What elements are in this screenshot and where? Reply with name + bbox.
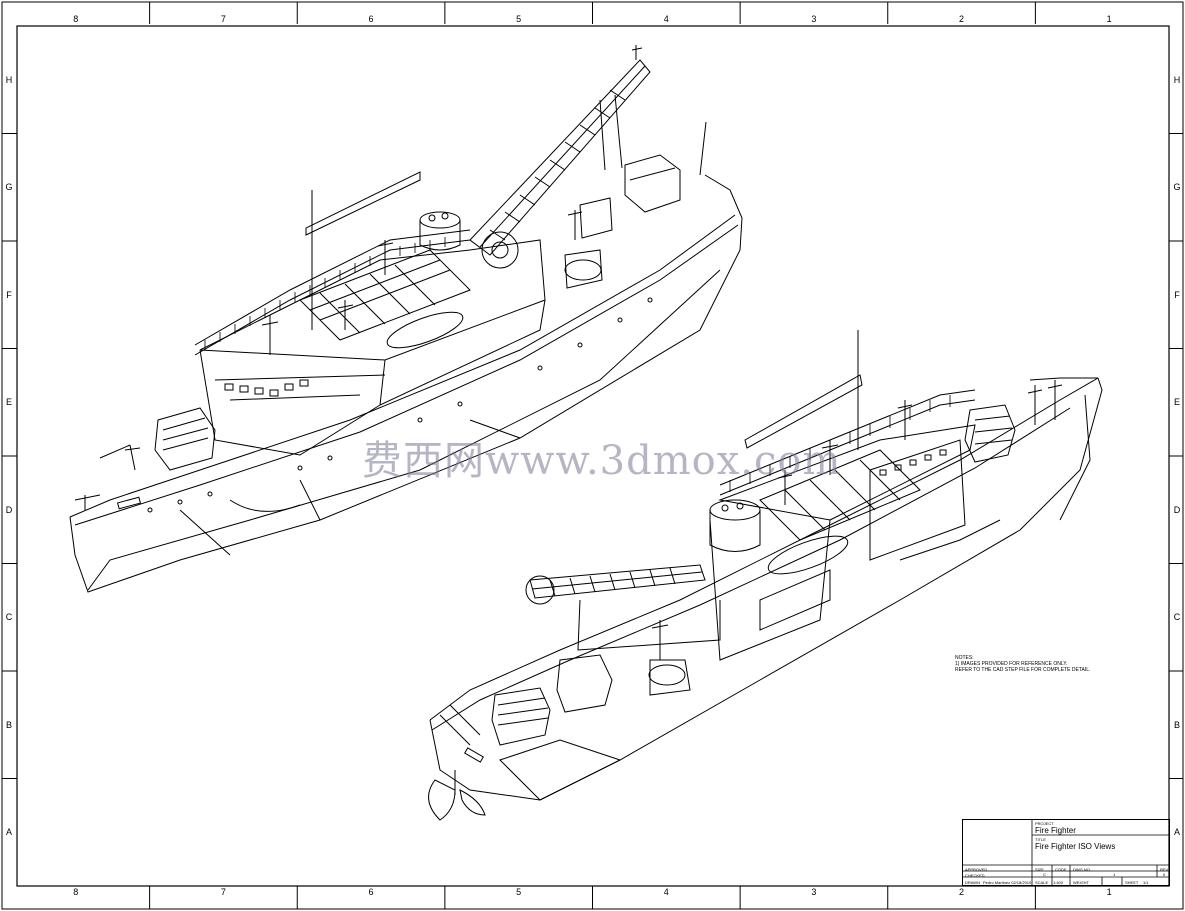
dwg-label: DWG NO [1073, 867, 1090, 872]
approved-label: APPROVED [965, 867, 988, 872]
zone-row-label: D [5, 504, 13, 515]
zone-column-label: 4 [663, 887, 669, 897]
size-label: SIZE [1035, 867, 1044, 872]
drawing-title: Fire Fighter ISO Views [1035, 842, 1116, 851]
zone-row-label: G [1173, 182, 1181, 193]
project-label: PROJECT [1035, 821, 1054, 826]
scale-value: 1:400 [1053, 880, 1064, 885]
rev-label: REV [1160, 867, 1169, 872]
watermark-text: 费西网www.3dmox.com [362, 438, 842, 484]
zone-column-label: 5 [516, 887, 522, 897]
zone-column-label: 7 [220, 887, 226, 897]
zone-row-label: F [1174, 289, 1180, 300]
zone-column-label: 8 [73, 887, 79, 897]
notes-line-2: REFER TO THE CAD STEP FILE FOR COMPLETE … [955, 667, 1091, 673]
zone-row-label: H [1173, 74, 1181, 85]
zone-column-label: 1 [1106, 887, 1112, 897]
zone-row-label: A [1173, 827, 1180, 838]
dwg-value: 1 [1113, 872, 1116, 877]
zone-row-label: B [1173, 719, 1180, 730]
zone-column-label: 5 [516, 14, 522, 24]
zone-column-label: 3 [811, 14, 817, 24]
notes-heading: NOTES: [955, 655, 974, 661]
zone-row-label: B [5, 719, 12, 730]
sheet-label: SHEET [1125, 880, 1139, 885]
title-block: PROJECT Fire Fighter TITLE Fire Fighter … [962, 819, 1170, 886]
zone-column-label: 6 [368, 887, 374, 897]
zone-row-label: C [1173, 612, 1181, 623]
code-label: CODE [1055, 867, 1067, 872]
sheet-value: 1/1 [1143, 880, 1149, 885]
zone-row-label: E [1173, 397, 1180, 408]
zone-row-label: D [1173, 504, 1181, 515]
title-label: TITLE [1035, 837, 1046, 842]
zone-row-label: G [5, 182, 13, 193]
drawn-label: DRAWN [965, 880, 980, 885]
notes-line-1: 1) IMAGES PROVIDED FOR REFERENCE ONLY. [955, 661, 1068, 667]
drawing-notes: NOTES: 1) IMAGES PROVIDED FOR REFERENCE … [955, 655, 1095, 673]
project-name: Fire Fighter [1035, 826, 1076, 835]
checked-label: CHECKED [965, 873, 985, 878]
zone-row-label: F [6, 289, 12, 300]
zone-row-label: H [5, 74, 13, 85]
zone-row-label: A [5, 827, 12, 838]
zone-column-label: 7 [220, 14, 226, 24]
zone-column-label: 8 [73, 14, 79, 24]
zone-row-label: C [5, 612, 13, 623]
drawn-value: Pedro Martinez 02/18/2010 [983, 880, 1032, 885]
zone-column-label: 3 [811, 887, 817, 897]
zone-column-label: 4 [663, 14, 669, 24]
scale-label: SCALE [1035, 880, 1049, 885]
zone-column-label: 1 [1106, 14, 1112, 24]
zone-column-label: 2 [959, 14, 965, 24]
zone-row-label: E [5, 397, 12, 408]
weight-label: WEIGHT [1073, 880, 1089, 885]
size-value: C [1043, 872, 1046, 877]
zone-column-label: 6 [368, 14, 374, 24]
zone-column-label: 2 [959, 887, 965, 897]
rev-value: 0 [1163, 872, 1166, 877]
